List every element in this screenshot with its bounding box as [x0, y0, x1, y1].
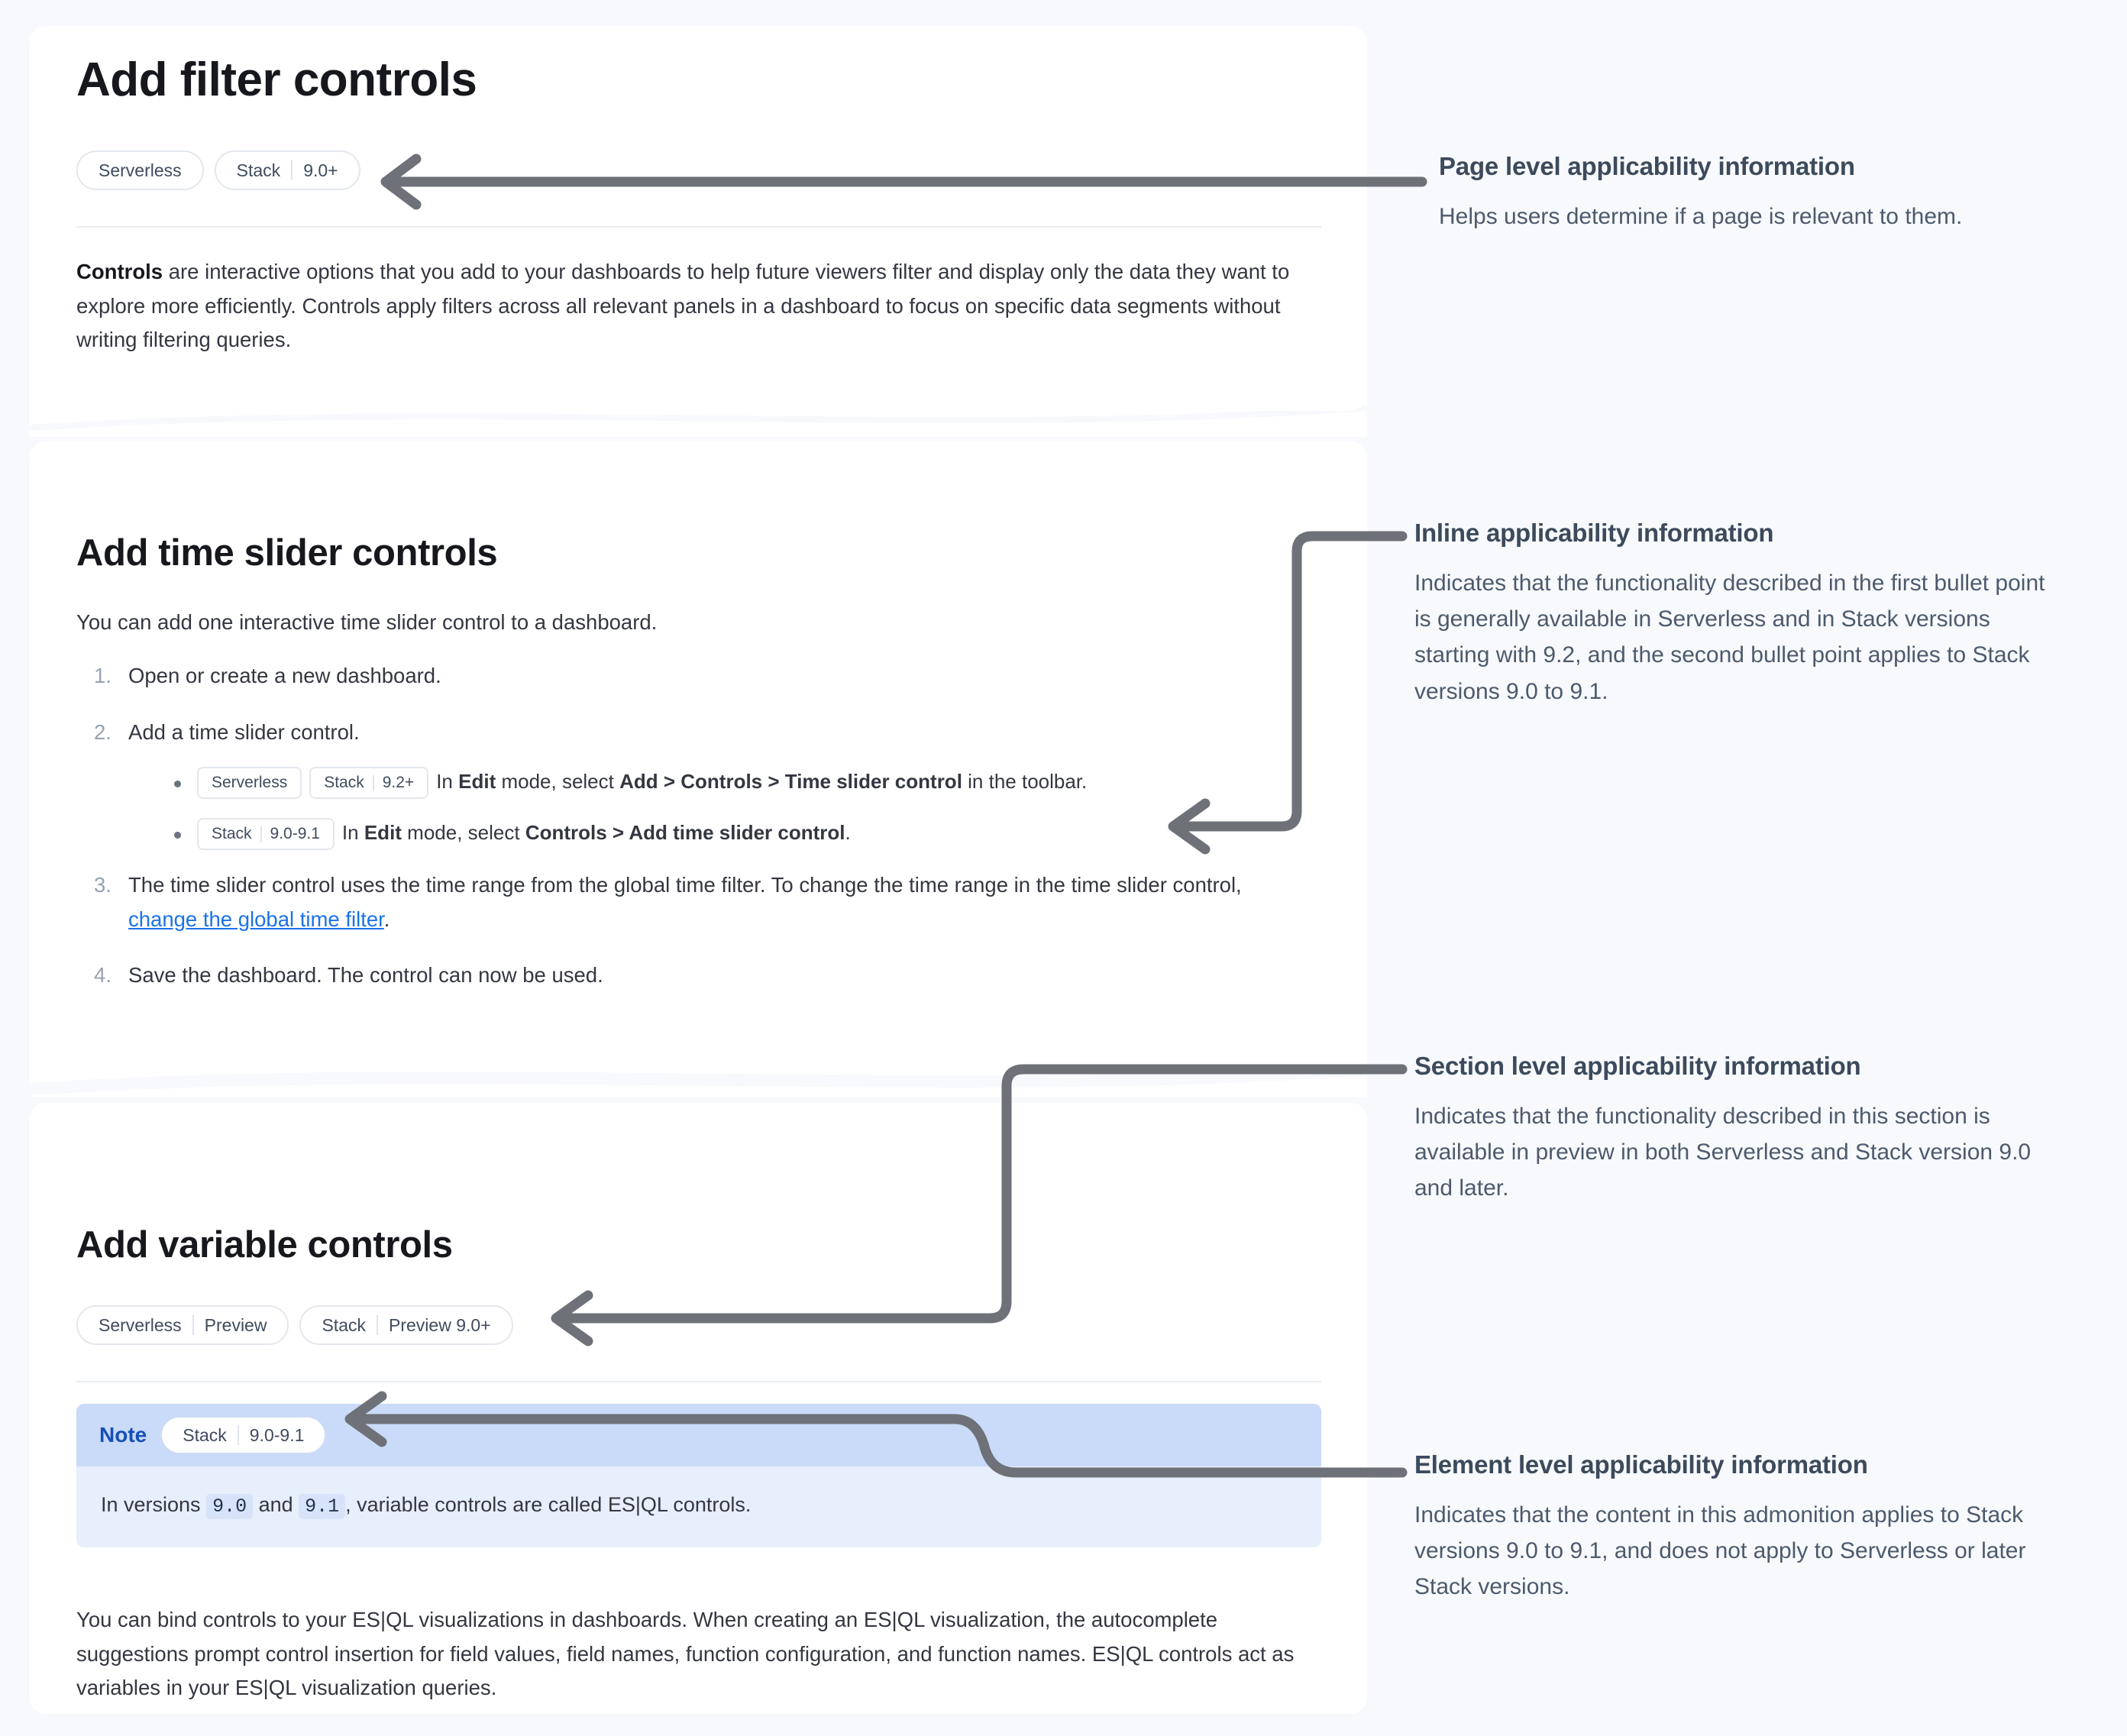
page-header-card: Add filter controls Serverless Stack 9.0… — [29, 26, 1367, 411]
list-item: 3. The time slider control uses the time… — [94, 868, 1316, 936]
step-text: Save the dashboard. The control can now … — [128, 963, 603, 988]
annotation-title: Element level applicability information — [1414, 1450, 1868, 1479]
section-heading-time-slider: Add time slider controls — [76, 532, 498, 574]
step-number: 4. — [94, 963, 112, 988]
bullet-suffix: . — [845, 821, 851, 845]
annotation-title: Inline applicability information — [1414, 519, 1774, 547]
variable-section-paragraph: You can bind controls to your ES|QL visu… — [76, 1608, 1295, 1700]
annotation-inline-level: Inline applicability information Indicat… — [1414, 518, 2048, 710]
badge-segment: 9.0-9.1 — [270, 825, 320, 843]
annotation-text: Helps users determine if a page is relev… — [1439, 203, 1963, 229]
page-title: Add filter controls — [76, 53, 477, 106]
step-text: Add a time slider control. — [128, 719, 360, 744]
list-item: Stack 9.0-9.1 In Edit mode, select Contr… — [168, 817, 1316, 851]
bullet-prefix: In — [341, 821, 364, 845]
list-item: 4. Save the dashboard. The control can n… — [94, 959, 1316, 993]
badge-segment: Serverless — [99, 1314, 182, 1335]
note-text-b: and — [253, 1493, 299, 1516]
header-divider — [76, 226, 1321, 228]
step-number: 1. — [94, 664, 112, 687]
step-text: Open or create a new dashboard. — [128, 664, 441, 687]
variable-section-card: Add variable controls Serverless Preview… — [29, 1103, 1367, 1714]
intro-rest: are interactive options that you add to … — [76, 260, 1290, 352]
badge-segment: Stack — [212, 825, 252, 843]
note-title: Note — [99, 1423, 147, 1447]
badge-separator — [260, 826, 262, 842]
bullet-bold-1: Edit — [364, 821, 402, 845]
badge-segment: Stack — [236, 160, 281, 180]
intro-lead: Controls — [76, 260, 163, 283]
badge-segment: 9.0-9.1 — [249, 1424, 305, 1445]
annotation-text: Indicates that the content in this admon… — [1414, 1502, 2026, 1600]
step-tail: . — [383, 907, 390, 931]
badge-stack-version[interactable]: Stack 9.0+ — [214, 150, 360, 190]
intro-paragraph: Controls are interactive options that yo… — [76, 255, 1306, 357]
code-version-90: 9.0 — [206, 1494, 254, 1519]
bullet-mid: mode, select — [496, 770, 620, 794]
badge-segment: Stack — [183, 1424, 227, 1445]
badge-segment: Preview — [204, 1314, 267, 1335]
badge-segment: Serverless — [212, 773, 288, 791]
list-item: Serverless Stack 9.2+ In Edit mode, sele… — [168, 766, 1316, 800]
badge-segment: Stack — [322, 1314, 366, 1335]
badge-segment: Stack — [324, 773, 364, 791]
list-item: 1. Open or create a new dashboard. — [94, 659, 1316, 693]
badge-serverless[interactable]: Serverless — [76, 150, 204, 190]
badge-serverless-preview[interactable]: Serverless Preview — [76, 1305, 289, 1345]
time-slider-section-card: Add time slider controls You can add one… — [29, 441, 1367, 1072]
badge-segment: Preview 9.0+ — [389, 1314, 491, 1335]
section-heading-variable: Add variable controls — [76, 1224, 453, 1266]
bullet-prefix: In — [436, 770, 459, 794]
badge-segment: 9.0+ — [303, 160, 338, 180]
badge-separator — [377, 1315, 378, 1335]
badge-separator — [192, 1315, 194, 1335]
note-text-c: , variable controls are called ES|QL con… — [345, 1493, 752, 1516]
badge-separator — [237, 1425, 239, 1445]
annotation-section-level: Section level applicability information … — [1414, 1051, 2048, 1207]
annotation-text: Indicates that the functionality describ… — [1414, 1103, 2032, 1201]
annotation-text: Indicates that the functionality describ… — [1414, 570, 2045, 704]
step-number: 3. — [94, 873, 112, 897]
badge-segment: Serverless — [99, 160, 182, 180]
section-applicability-badges: Serverless Preview Stack Preview 9.0+ — [76, 1305, 513, 1345]
step-text: The time slider control uses the time ra… — [128, 873, 1242, 897]
note-body: In versions 9.0 and 9.1, variable contro… — [76, 1466, 1321, 1547]
step-number: 2. — [94, 719, 112, 744]
note-text-a: In versions — [101, 1493, 207, 1516]
inline-badge-stack-90-91[interactable]: Stack 9.0-9.1 — [197, 818, 335, 851]
annotation-page-level: Page level applicability information Hel… — [1439, 151, 2073, 234]
note-header: Note Stack 9.0-9.1 — [76, 1404, 1321, 1466]
inline-badge-stack-92[interactable]: Stack 9.2+ — [309, 767, 429, 800]
badge-stack-preview-90[interactable]: Stack Preview 9.0+ — [299, 1305, 513, 1345]
inline-applicability-bullets: Serverless Stack 9.2+ In Edit mode, sele… — [168, 766, 1316, 851]
annotation-element-level: Element level applicability information … — [1414, 1450, 2048, 1605]
list-item: 2. Add a time slider control. Serverless… — [94, 716, 1316, 851]
bullet-bold-2: Controls > Add time slider control — [525, 821, 845, 845]
bullet-mid: mode, select — [401, 821, 525, 845]
bullet-bold-2: Add > Controls > Time slider control — [619, 770, 962, 794]
annotation-title: Page level applicability information — [1439, 152, 1855, 180]
annotation-title: Section level applicability information — [1414, 1052, 1861, 1080]
note-badge-stack-90-91[interactable]: Stack 9.0-9.1 — [160, 1416, 327, 1454]
code-version-91: 9.1 — [299, 1494, 346, 1519]
bullet-suffix: in the toolbar. — [962, 770, 1088, 794]
inline-badge-serverless[interactable]: Serverless — [197, 767, 302, 800]
badge-separator — [372, 774, 374, 791]
section-divider — [76, 1381, 1321, 1382]
time-slider-intro: You can add one interactive time slider … — [76, 610, 658, 634]
bullet-bold-1: Edit — [458, 770, 496, 794]
badge-segment: 9.2+ — [382, 773, 415, 791]
note-admonition: Note Stack 9.0-9.1 In versions 9.0 and 9… — [76, 1404, 1321, 1547]
time-slider-steps: 1. Open or create a new dashboard. 2. Ad… — [94, 659, 1316, 1015]
page-applicability-badges: Serverless Stack 9.0+ — [76, 150, 360, 190]
change-global-time-filter-link[interactable]: change the global time filter — [128, 907, 384, 931]
badge-separator — [291, 160, 293, 180]
